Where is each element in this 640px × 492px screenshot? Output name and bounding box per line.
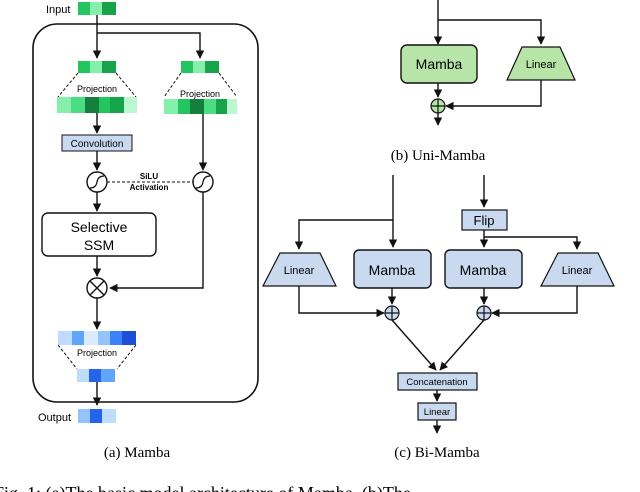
uni-branch-arrow bbox=[438, 19, 546, 45]
bi-add-left-icon bbox=[384, 305, 400, 321]
bi-mamba-left-label: Mamba bbox=[369, 262, 416, 278]
ssm-label: SSM bbox=[84, 237, 114, 253]
multiply-icon bbox=[86, 277, 108, 299]
bi-linear-left-trapezoid bbox=[262, 252, 337, 287]
output-tokens bbox=[78, 409, 116, 423]
uni-linear-to-add bbox=[445, 80, 542, 111]
uni-mamba-diagram: Mamba Linear (b) Uni-Mamba bbox=[391, 0, 576, 164]
projection-left-label: Projection bbox=[77, 84, 117, 94]
uni-add-icon bbox=[430, 98, 446, 114]
uni-mamba-box bbox=[400, 44, 478, 84]
flip-label: Flip bbox=[474, 213, 495, 228]
silu-right-icon bbox=[192, 171, 214, 193]
projection-right-label: Projection bbox=[180, 89, 220, 99]
bi-add-right-to-concat bbox=[439, 319, 485, 371]
bi-linear-right-to-add bbox=[491, 286, 578, 318]
bi-linear-left-to-add bbox=[298, 286, 385, 318]
figure-caption: Fig. 1: (a)The basic model architecture … bbox=[0, 483, 411, 492]
bi-mamba-diagram: Flip Linear Mamba Mamba Linear Concatena… bbox=[262, 175, 615, 461]
bi-add-left-to-concat bbox=[391, 319, 437, 371]
bi-add-right-icon bbox=[476, 305, 492, 321]
projection-output: Projection bbox=[57, 331, 137, 382]
uni-mamba-label: Mamba bbox=[416, 56, 463, 72]
projection-left: Projection bbox=[57, 61, 137, 113]
input-tokens bbox=[78, 2, 116, 15]
bi-left-branch-arrow bbox=[294, 219, 393, 250]
convolution-label: Convolution bbox=[71, 139, 124, 150]
bi-linear-right-label: Linear bbox=[562, 265, 593, 277]
projection-output-label: Projection bbox=[77, 348, 117, 358]
input-branch-arrow bbox=[97, 32, 205, 59]
mamba-block-diagram: Input Projection bbox=[32, 2, 259, 461]
silu-left-icon bbox=[86, 171, 108, 193]
bi-linear-left-label: Linear bbox=[284, 265, 315, 277]
projection-right: Projection bbox=[163, 61, 238, 114]
output-label: Output bbox=[38, 412, 71, 424]
caption-mamba: (a) Mamba bbox=[104, 445, 171, 461]
gate-arrow bbox=[109, 192, 204, 293]
caption-bi-mamba: (c) Bi-Mamba bbox=[394, 445, 480, 461]
bi-linear-right-trapezoid bbox=[540, 252, 615, 287]
input-label: Input bbox=[46, 4, 70, 16]
uni-linear-trapezoid bbox=[506, 46, 576, 81]
caption-uni-mamba: (b) Uni-Mamba bbox=[391, 148, 486, 164]
selective-label: Selective bbox=[71, 219, 128, 235]
concatenation-label: Concatenation bbox=[406, 377, 467, 388]
silu-label: SiLU bbox=[140, 172, 158, 181]
mamba-container bbox=[32, 23, 259, 403]
bi-mamba-right-label: Mamba bbox=[460, 262, 507, 278]
flip-branch-arrow bbox=[484, 236, 582, 250]
uni-linear-label: Linear bbox=[526, 59, 557, 71]
bi-linear-out-label: Linear bbox=[424, 407, 450, 418]
activation-label: Activation bbox=[130, 183, 169, 192]
selective-ssm-box bbox=[41, 212, 157, 257]
